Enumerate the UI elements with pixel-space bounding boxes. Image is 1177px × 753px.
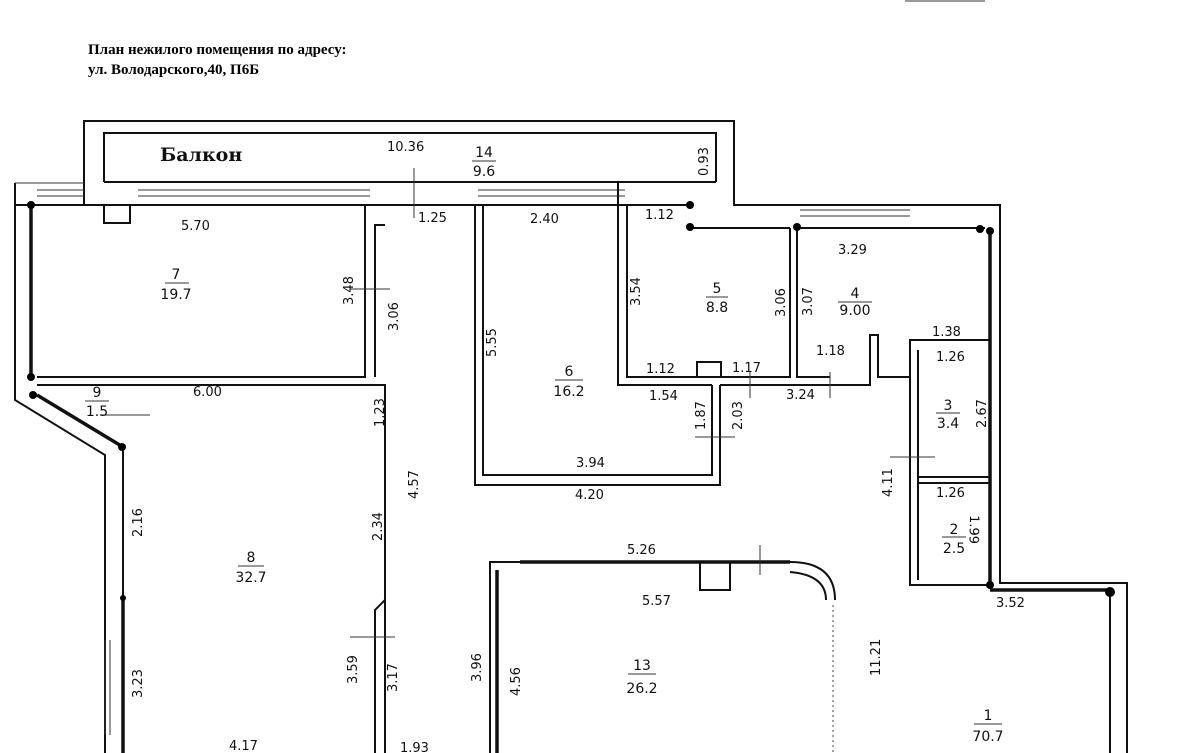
room-1: 1 70.7 bbox=[972, 708, 1003, 745]
title-line-1: План нежилого помещения по адресу: bbox=[88, 42, 347, 58]
exterior-walls bbox=[14, 183, 1128, 753]
dimension: 3.94 bbox=[576, 456, 605, 471]
room-number: 5 bbox=[713, 281, 722, 297]
dimension: 6.00 bbox=[193, 385, 222, 400]
room-9: 9 1.5 bbox=[85, 385, 109, 420]
room-number: 9 bbox=[93, 385, 102, 401]
dimension: 5.70 bbox=[181, 219, 210, 234]
room-7: 7 19.7 bbox=[160, 267, 191, 303]
dimension: 3.23 bbox=[131, 669, 146, 698]
dimension: 1.38 bbox=[932, 325, 961, 340]
dimension: 1.93 bbox=[400, 741, 429, 753]
room-3: 3 3.4 bbox=[936, 398, 960, 432]
dimension: 4.56 bbox=[509, 667, 524, 696]
room-14: 14 9.6 bbox=[472, 145, 496, 180]
balcony-walls bbox=[83, 120, 735, 205]
room-6: 6 16.2 bbox=[553, 364, 584, 400]
room-number: 6 bbox=[565, 364, 574, 380]
dimension: 1.12 bbox=[645, 208, 674, 223]
dimension: 2.67 bbox=[975, 399, 990, 428]
dimension: 2.03 bbox=[731, 401, 746, 430]
room-area: 32.7 bbox=[235, 570, 266, 586]
room-2: 2 2.5 bbox=[942, 522, 966, 557]
dimension: 4.20 bbox=[575, 488, 604, 503]
dimension: 4.57 bbox=[407, 470, 422, 499]
dimension: 3.06 bbox=[774, 288, 789, 317]
dimension: 0.93 bbox=[697, 147, 712, 176]
room-area: 26.2 bbox=[626, 681, 657, 697]
dimension: 3.29 bbox=[838, 243, 867, 258]
room-number: 1 bbox=[984, 708, 993, 724]
room-number: 3 bbox=[944, 398, 953, 414]
room-area: 2.5 bbox=[943, 541, 965, 557]
room-area: 19.7 bbox=[160, 287, 191, 303]
dimension: 2.16 bbox=[131, 508, 146, 537]
room-area: 1.5 bbox=[86, 404, 108, 420]
dimension: 3.96 bbox=[470, 653, 485, 682]
plan-title: План нежилого помещения по адресу: ул. В… bbox=[88, 40, 347, 80]
window-strips bbox=[15, 182, 910, 224]
dimension: 3.24 bbox=[786, 388, 815, 403]
dimension: 1.18 bbox=[816, 344, 845, 359]
room-13: 13 26.2 bbox=[626, 658, 657, 697]
dimension: 1.23 bbox=[373, 398, 388, 427]
dimension: 4.17 bbox=[229, 739, 258, 753]
dimension: 3.54 bbox=[629, 277, 644, 306]
dimension: 3.07 bbox=[801, 287, 816, 316]
dimension: 4.11 bbox=[881, 468, 896, 497]
dimension: 5.57 bbox=[642, 594, 671, 609]
title-line-2: ул. Володарского,40, П6Б bbox=[88, 62, 260, 78]
room-area: 70.7 bbox=[972, 729, 1003, 745]
dimension-labels: 10.36 1.25 5.70 2.40 1.12 3.29 1.38 1.26… bbox=[131, 140, 1025, 753]
dimension-ticks bbox=[100, 168, 935, 638]
room-area: 16.2 bbox=[553, 384, 584, 400]
dimension: 5.26 bbox=[627, 543, 656, 558]
room-area: 9.6 bbox=[473, 164, 495, 180]
dimension: 1.12 bbox=[646, 362, 675, 377]
room-4: 4 9.00 bbox=[838, 286, 872, 319]
dimension: 11.21 bbox=[869, 639, 884, 676]
dimension: 5.55 bbox=[485, 328, 500, 357]
room-area: 3.4 bbox=[937, 416, 959, 432]
room-8: 8 32.7 bbox=[235, 550, 266, 586]
dimension: 3.52 bbox=[996, 596, 1025, 611]
dimension: 1.99 bbox=[965, 515, 981, 544]
dimension: 1.87 bbox=[694, 401, 709, 430]
room-number: 13 bbox=[633, 658, 651, 674]
interior-walls bbox=[37, 183, 990, 753]
room-number: 4 bbox=[851, 286, 860, 302]
room-number: 2 bbox=[950, 522, 959, 538]
room-5: 5 8.8 bbox=[706, 281, 728, 316]
dimension: 1.26 bbox=[936, 486, 965, 501]
dimension: 1.25 bbox=[418, 211, 447, 226]
dimension: 10.36 bbox=[387, 140, 424, 155]
room-area: 9.00 bbox=[839, 303, 870, 319]
balcony-label: Балкон bbox=[160, 144, 242, 166]
dimension: 3.48 bbox=[342, 276, 357, 305]
dimension: 1.54 bbox=[649, 389, 678, 404]
dimension: 1.17 bbox=[732, 361, 761, 376]
dimension: 3.06 bbox=[387, 302, 402, 331]
dimension: 1.26 bbox=[936, 350, 965, 365]
room-number: 8 bbox=[247, 550, 256, 566]
dimension: 3.17 bbox=[386, 663, 401, 692]
room-number: 7 bbox=[172, 267, 181, 283]
room-number: 14 bbox=[475, 145, 493, 161]
wall-joints bbox=[27, 201, 1115, 601]
room-area: 8.8 bbox=[706, 300, 728, 316]
dimension: 3.59 bbox=[346, 655, 361, 684]
dimension: 2.34 bbox=[371, 512, 386, 541]
dimension: 2.40 bbox=[530, 212, 559, 227]
